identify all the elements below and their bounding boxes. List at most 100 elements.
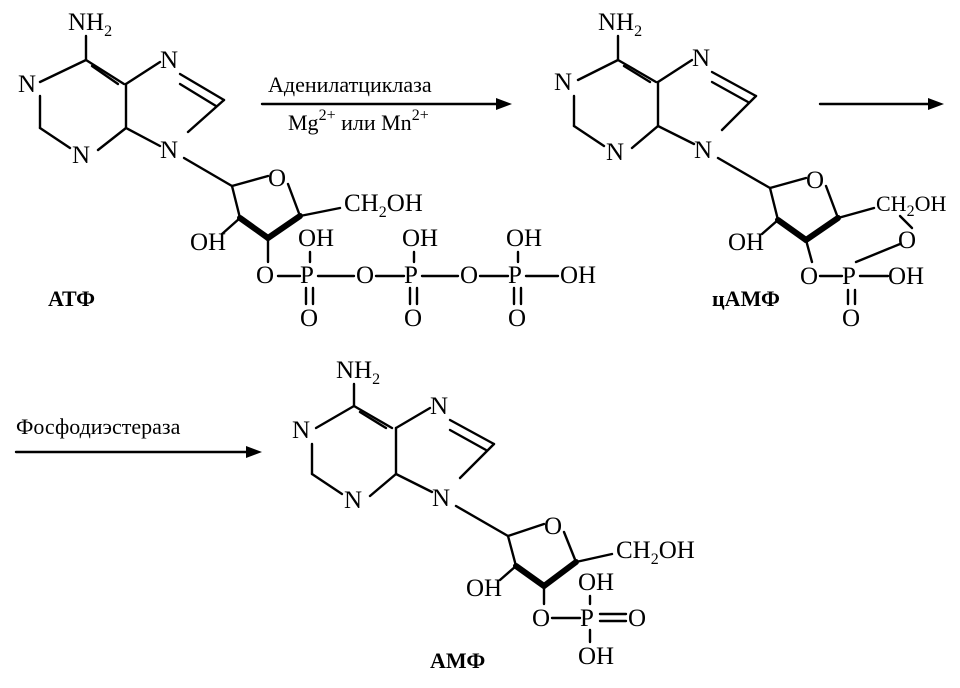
camp-bond bbox=[710, 80, 750, 104]
atp-p2-o-label: O bbox=[404, 305, 422, 332]
camp-ch2oh-label: CH2OH bbox=[876, 191, 946, 220]
camp-bond bbox=[720, 94, 758, 132]
arrow-adenylate-cyclase: Аденилатциклаза Mg2+ или Mn2+ bbox=[260, 72, 512, 135]
camp-n1-label: N bbox=[554, 69, 572, 96]
arrow-head bbox=[246, 446, 262, 458]
atp-bond bbox=[96, 126, 128, 152]
amp-n3-label: N bbox=[344, 487, 362, 514]
atp-o-label: O bbox=[256, 262, 274, 289]
atp-ring-o-label: O bbox=[268, 165, 286, 192]
amp-n1-label: N bbox=[292, 417, 310, 444]
camp-c2-oh-label: OH bbox=[728, 229, 764, 256]
camp-bond bbox=[854, 242, 902, 264]
arrow-head bbox=[496, 98, 512, 110]
amp-bond bbox=[394, 406, 432, 430]
camp-p-o-label: O bbox=[842, 305, 860, 332]
amp-c2-oh-label: OH bbox=[466, 575, 502, 602]
atp-n7-label: N bbox=[160, 47, 178, 74]
atp-bond bbox=[124, 126, 162, 148]
amp-bond bbox=[448, 418, 496, 446]
atp-bond bbox=[230, 174, 270, 188]
camp-bond bbox=[576, 58, 620, 82]
amp-p-oh-bottom-label: OH bbox=[578, 643, 614, 670]
camp-bond bbox=[836, 206, 876, 220]
amp-bond bbox=[506, 534, 518, 568]
amp-bond bbox=[352, 404, 394, 430]
camp-n7-label: N bbox=[692, 45, 710, 72]
atp-bond bbox=[90, 64, 120, 86]
arrow-continue bbox=[818, 98, 944, 110]
atp-p3-label: P bbox=[508, 262, 522, 289]
amp-ch2oh-label: CH2OH bbox=[616, 537, 695, 568]
arrow-phosphodiesterase: Фосфодиэстераза bbox=[14, 414, 262, 458]
amp-bond bbox=[562, 530, 578, 564]
camp-bond bbox=[824, 184, 840, 220]
camp-ring-o-label: O bbox=[806, 167, 824, 194]
atp-o-bridge1-label: O bbox=[356, 262, 374, 289]
camp-bond bbox=[616, 58, 658, 84]
amp-bond bbox=[310, 472, 344, 496]
atp-c2-oh-label: OH bbox=[190, 229, 226, 256]
amp-bond bbox=[498, 564, 518, 582]
amp-bond bbox=[458, 442, 496, 480]
amp-bond bbox=[448, 428, 488, 452]
atp-bond bbox=[38, 58, 88, 84]
atp-n3-label: N bbox=[72, 142, 90, 169]
amp-bond bbox=[454, 504, 510, 538]
camp-bond bbox=[803, 215, 841, 243]
cofactor-label: Mg2+ или Mn2+ bbox=[288, 107, 429, 135]
atp-bond bbox=[298, 206, 342, 218]
amp-bond bbox=[506, 522, 546, 538]
amp-bond bbox=[513, 563, 547, 589]
camp-o3-label: O bbox=[800, 263, 818, 290]
amp-bond bbox=[541, 559, 579, 589]
atp-label: АТФ bbox=[48, 286, 95, 311]
camp-nh2-label: NH2 bbox=[598, 9, 642, 40]
atp-p1-o-label: O bbox=[300, 305, 318, 332]
amp-bond bbox=[314, 404, 356, 430]
atp-bond bbox=[237, 215, 271, 241]
atp-bond bbox=[286, 182, 302, 218]
atp-bond bbox=[38, 126, 72, 150]
atp-bond bbox=[84, 58, 126, 86]
atp-p2-oh-label: OH bbox=[402, 225, 438, 252]
camp-bond bbox=[710, 70, 758, 98]
amp-bond bbox=[358, 410, 388, 430]
camp-bond bbox=[572, 124, 606, 148]
atp-o-bridge2-label: O bbox=[460, 262, 478, 289]
camp-bond bbox=[630, 124, 660, 150]
atp-n9-label: N bbox=[160, 137, 178, 164]
camp-bond bbox=[656, 124, 696, 146]
amp-p-o-label: O bbox=[628, 605, 646, 632]
atp-bond bbox=[186, 98, 226, 134]
camp-bond bbox=[760, 218, 780, 236]
amp-label: АМФ bbox=[430, 648, 485, 673]
atp-bond bbox=[265, 213, 303, 241]
amp-p-label: P bbox=[580, 605, 594, 632]
camp-n3-label: N bbox=[606, 139, 624, 166]
arrow-head bbox=[928, 98, 944, 110]
amp-n9-label: N bbox=[432, 485, 450, 512]
camp-bond bbox=[622, 64, 652, 84]
camp-bond bbox=[768, 176, 808, 190]
camp-p-oh-label: OH bbox=[888, 263, 924, 290]
camp-bond bbox=[804, 238, 814, 264]
atp-bond bbox=[182, 156, 234, 188]
atp-p3-oh-label: OH bbox=[506, 225, 542, 252]
atp-molecule: NH2 N N N N O CH2OH OH bbox=[18, 9, 596, 332]
amp-bond bbox=[368, 472, 398, 498]
atp-p3-o-label: O bbox=[508, 305, 526, 332]
enzyme-label-phosphodiesterase: Фосфодиэстераза bbox=[16, 414, 181, 439]
amp-bond bbox=[394, 472, 434, 494]
camp-bond bbox=[716, 156, 772, 190]
atp-ch2oh-label: CH2OH bbox=[344, 190, 423, 221]
atp-nh2-label: NH2 bbox=[68, 9, 112, 40]
camp-bond bbox=[898, 214, 914, 230]
atp-bond bbox=[178, 82, 218, 108]
atp-bond bbox=[230, 184, 242, 220]
amp-n7-label: N bbox=[430, 393, 448, 420]
amp-bond bbox=[574, 552, 614, 564]
atp-p2-label: P bbox=[404, 262, 418, 289]
